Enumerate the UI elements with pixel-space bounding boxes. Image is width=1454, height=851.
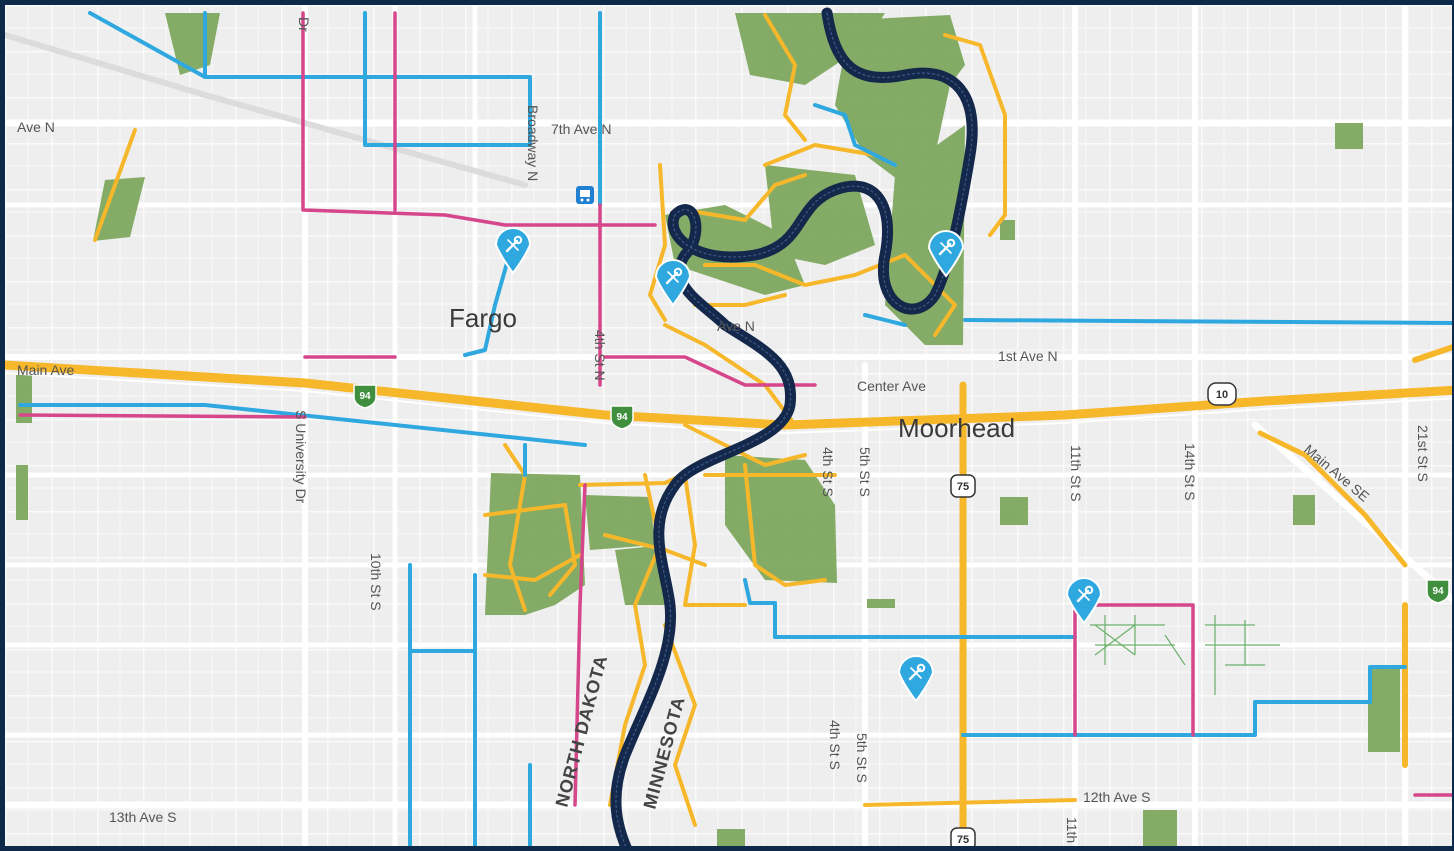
street-label: Center Ave: [857, 378, 926, 394]
interstate-shield: 94: [353, 384, 377, 409]
street-label: 1st Ave N: [998, 348, 1058, 364]
street-grid: [5, 5, 1452, 846]
repair-station-marker[interactable]: [927, 230, 965, 278]
repair-station-marker[interactable]: [654, 259, 692, 307]
street-label: Broadway N: [525, 105, 541, 181]
us-route-shield: 75: [950, 474, 976, 498]
campus-paths: [1090, 615, 1280, 695]
bus-icon[interactable]: [576, 186, 594, 204]
street-label: 12th Ave S: [1083, 789, 1150, 805]
street-label: 4th St S: [820, 447, 836, 497]
bike-lanes: [18, 11, 1452, 846]
street-label: 4th St S: [827, 720, 843, 770]
svg-text:94: 94: [359, 391, 371, 402]
interstate-shield: 94: [610, 405, 634, 430]
repair-station-marker[interactable]: [494, 227, 532, 275]
svg-text:10: 10: [1216, 389, 1228, 401]
svg-text:94: 94: [616, 412, 628, 423]
signed-routes: [18, 11, 1452, 807]
street-label: 7th Ave N: [551, 121, 611, 137]
street-label: Main Ave: [17, 362, 75, 378]
interstate-shield: 94: [1426, 579, 1450, 604]
street-label: 5th St S: [857, 447, 873, 497]
us-route-shield: 10: [1207, 382, 1237, 406]
svg-text:75: 75: [957, 481, 969, 493]
svg-text:75: 75: [957, 834, 969, 846]
street-label: 21st St S: [1415, 425, 1431, 482]
street-label: 11th: [1064, 817, 1080, 843]
street-label: Ave N: [717, 318, 755, 334]
street-label: 13th Ave S: [109, 809, 176, 825]
street-label: 4th St N: [592, 330, 608, 381]
street-label: 5th St S: [854, 733, 870, 783]
us-route-shield: 75: [950, 827, 976, 846]
svg-text:94: 94: [1432, 586, 1444, 597]
city-label-moorhead: Moorhead: [898, 413, 1015, 443]
red-river: [610, 7, 978, 846]
street-label: Ave N: [17, 119, 55, 135]
street-label: S University Dr: [293, 410, 309, 504]
map-canvas[interactable]: 94 94 94 10 75 75 Fargo Moorhead NORTH D…: [5, 5, 1454, 851]
repair-station-marker[interactable]: [1065, 577, 1103, 625]
street-label: 14th St S: [1182, 443, 1198, 501]
street-label: 10th St S: [368, 553, 384, 611]
repair-station-marker[interactable]: [897, 655, 935, 703]
street-label: Dr: [296, 17, 312, 32]
city-label-fargo: Fargo: [449, 303, 517, 333]
street-label: 11th St S: [1068, 445, 1084, 502]
